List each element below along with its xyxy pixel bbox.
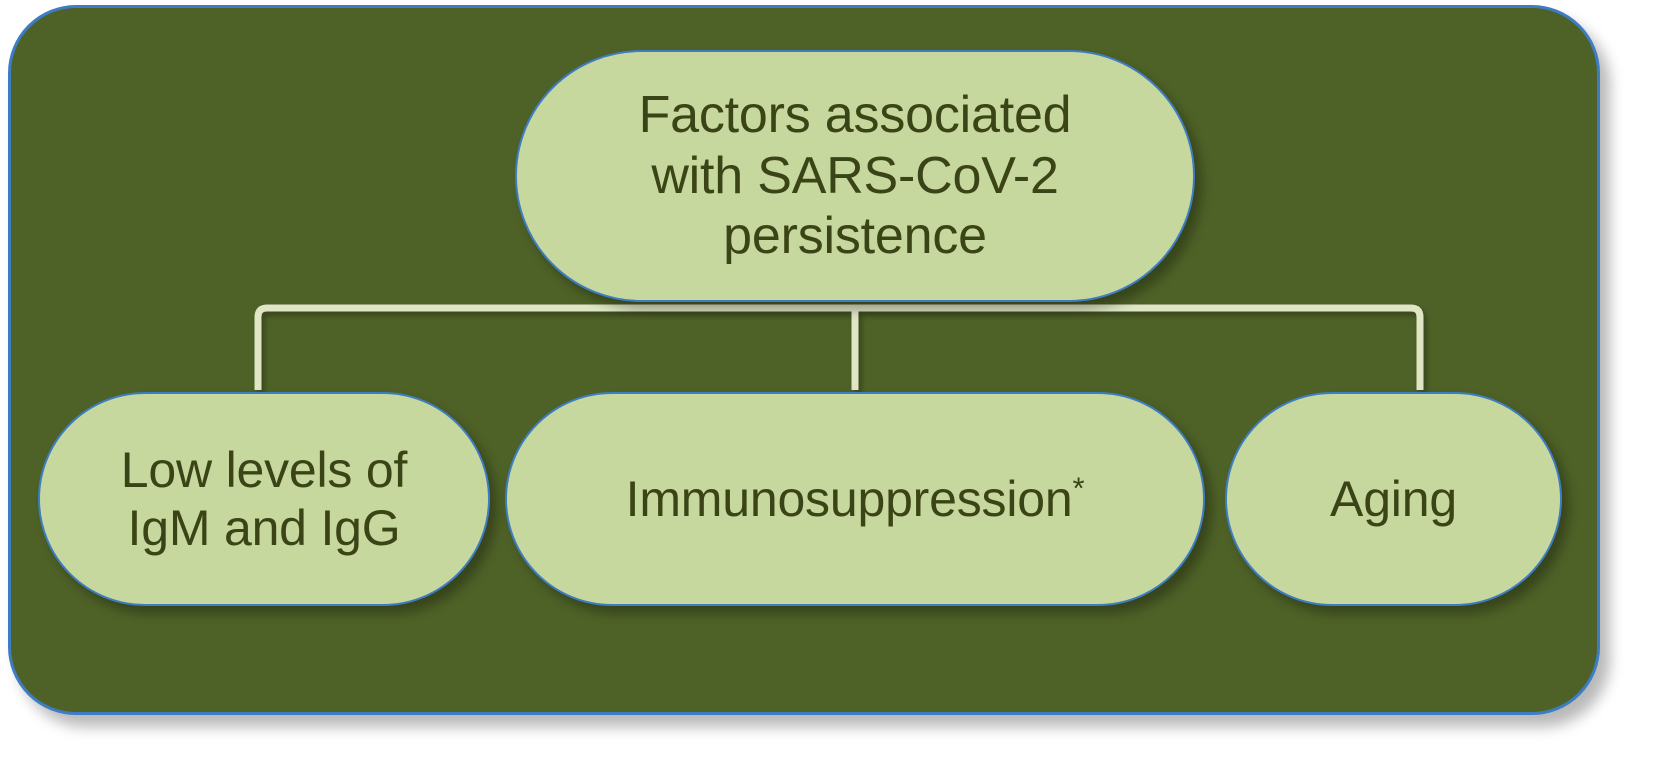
footnote-asterisk-marker: * <box>1072 470 1085 506</box>
node-immunosuppression-text: Immunosuppression* <box>626 470 1085 529</box>
node-aging-label: Aging <box>1330 470 1457 527</box>
node-immunosuppression[interactable]: Immunosuppression* <box>505 392 1205 606</box>
node-low-levels-igm-igg[interactable]: Low levels of IgM and IgG <box>38 392 490 606</box>
node-factors-root-label: Factors associated with SARS-CoV-2 persi… <box>638 85 1072 266</box>
node-aging[interactable]: Aging <box>1225 392 1562 606</box>
node-factors-root[interactable]: Factors associated with SARS-CoV-2 persi… <box>515 50 1195 302</box>
node-immunosuppression-label: Immunosuppression <box>625 470 1073 527</box>
node-low-levels-igm-igg-label: Low levels of IgM and IgG <box>120 441 408 557</box>
